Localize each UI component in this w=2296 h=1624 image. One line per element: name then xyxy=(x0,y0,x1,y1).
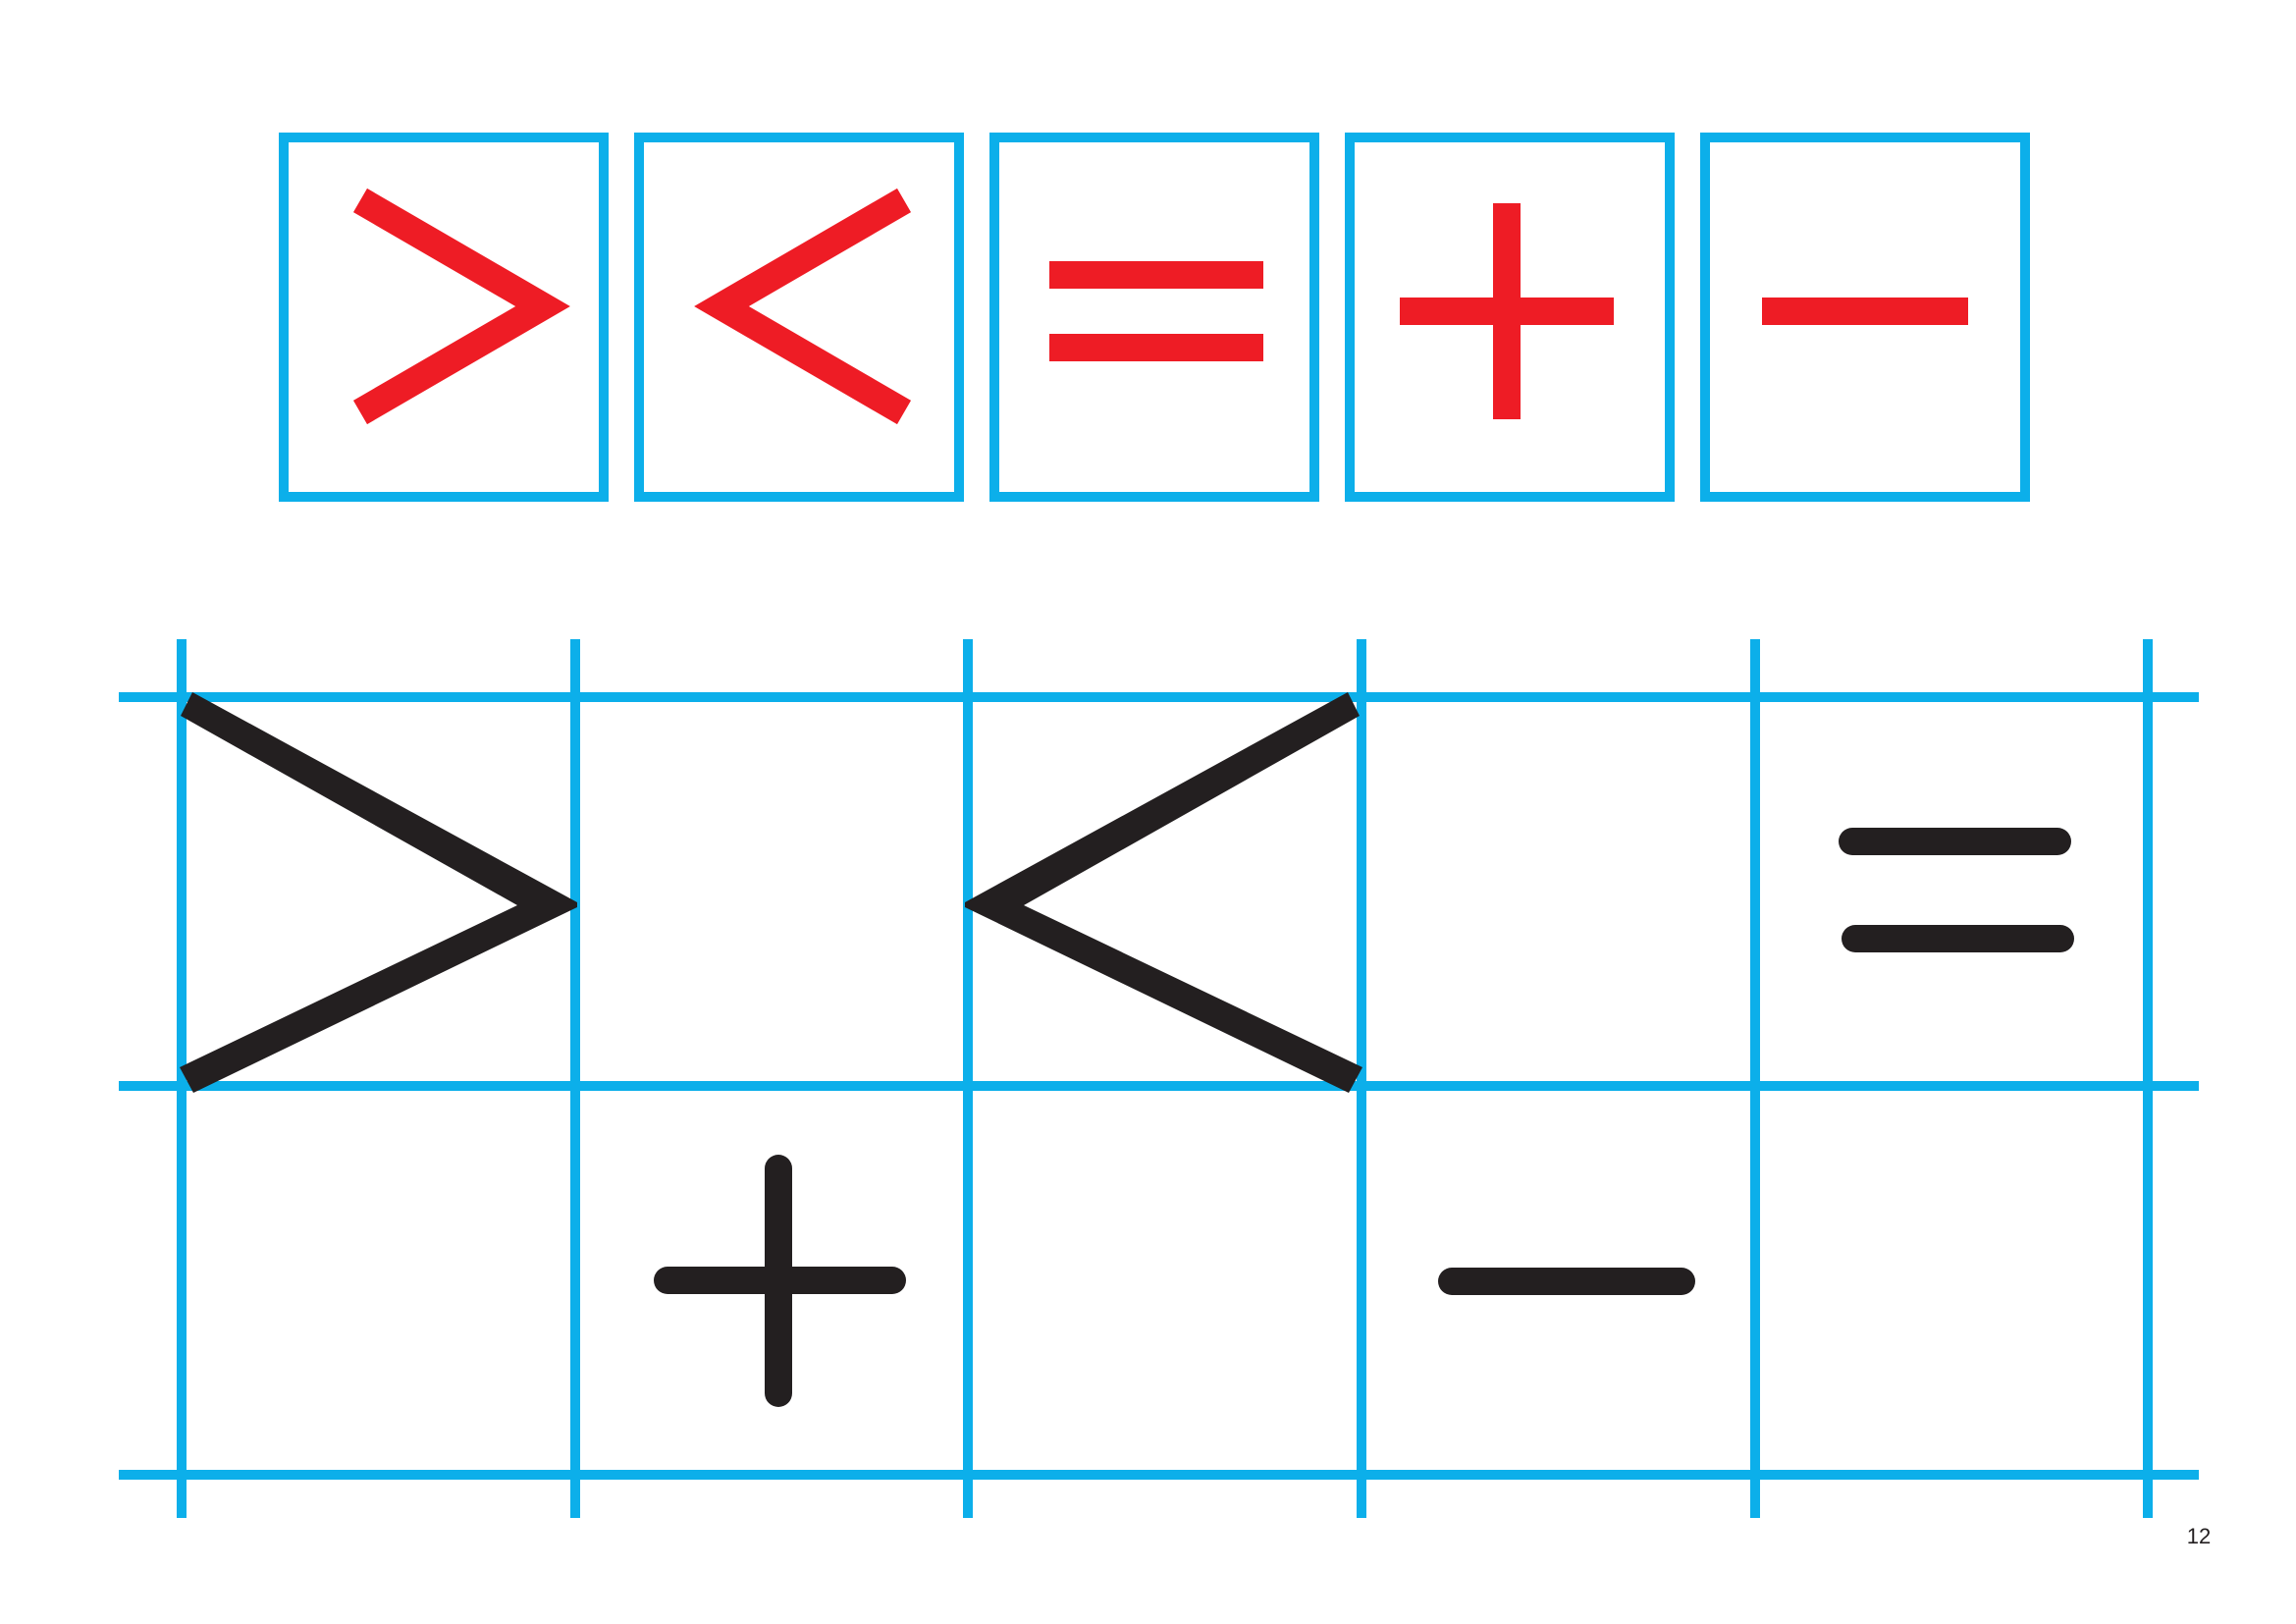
model-symbol-row xyxy=(279,133,2030,502)
plus-icon xyxy=(654,1155,906,1407)
model-box-minus xyxy=(1700,133,2030,502)
tracing-grid xyxy=(119,639,2199,1518)
tracing-symbols xyxy=(180,692,2074,1407)
plus-icon xyxy=(1400,203,1614,419)
model-box-less-than xyxy=(634,133,964,502)
less-than-icon xyxy=(694,188,912,425)
model-box-equals xyxy=(989,133,1319,502)
page-number: 12 xyxy=(2186,1524,2212,1548)
greater-than-icon xyxy=(180,692,577,1093)
equals-icon xyxy=(1839,828,2074,952)
model-box-plus xyxy=(1345,133,1675,502)
equals-icon xyxy=(1049,261,1263,361)
greater-than-icon xyxy=(352,188,570,425)
less-than-icon xyxy=(965,692,1362,1093)
model-box-greater-than xyxy=(279,133,609,502)
minus-icon xyxy=(1762,298,1968,325)
